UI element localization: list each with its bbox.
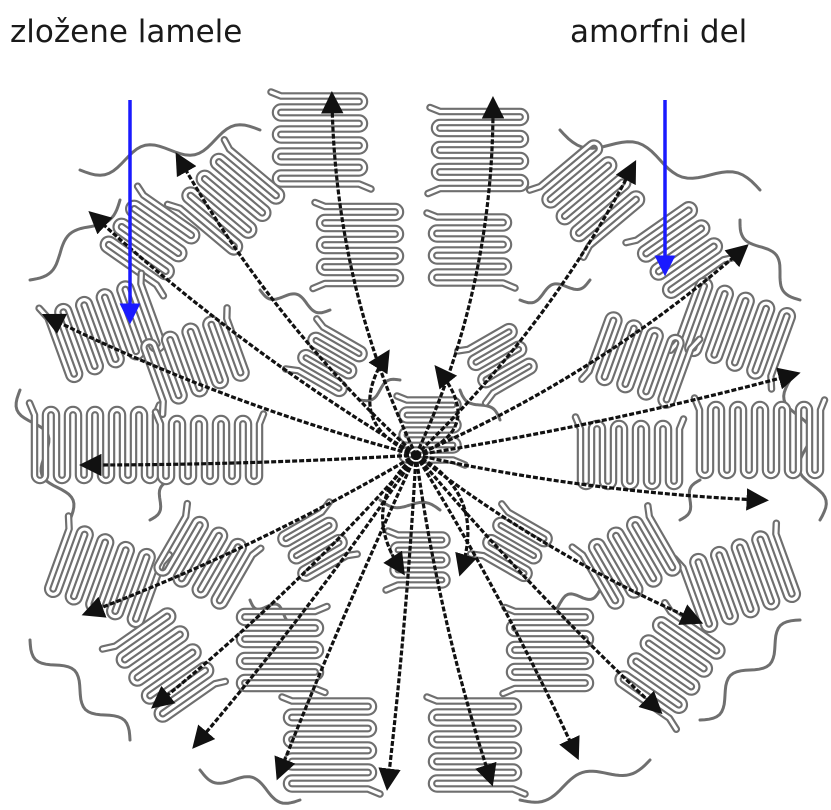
lamella-stack-core (427, 697, 525, 794)
lamella-stack (695, 398, 825, 476)
amorphous-chain (380, 500, 440, 510)
amorphous-chain (520, 760, 650, 802)
lamella-stack (30, 403, 160, 481)
amorphous-chain (520, 280, 590, 303)
lamella-stack (313, 203, 401, 289)
amorphous-chain (700, 620, 800, 720)
lamella-stack (572, 506, 678, 606)
amorphous-chain (150, 480, 170, 520)
lamella-stack-core (282, 697, 380, 794)
lamella-stack (503, 608, 591, 694)
radial-growth-arrow (388, 455, 416, 782)
lamella-stack-core (156, 412, 264, 482)
amorphous-chain (740, 220, 800, 300)
lamella-stack (157, 504, 261, 606)
amorphous-chain (680, 480, 700, 520)
lamella-stack (428, 108, 526, 194)
amorphous-chain (30, 640, 130, 740)
lamella-stack-core (271, 92, 371, 189)
amorphous-chain (260, 290, 330, 313)
lamella-stack-core (576, 417, 684, 487)
